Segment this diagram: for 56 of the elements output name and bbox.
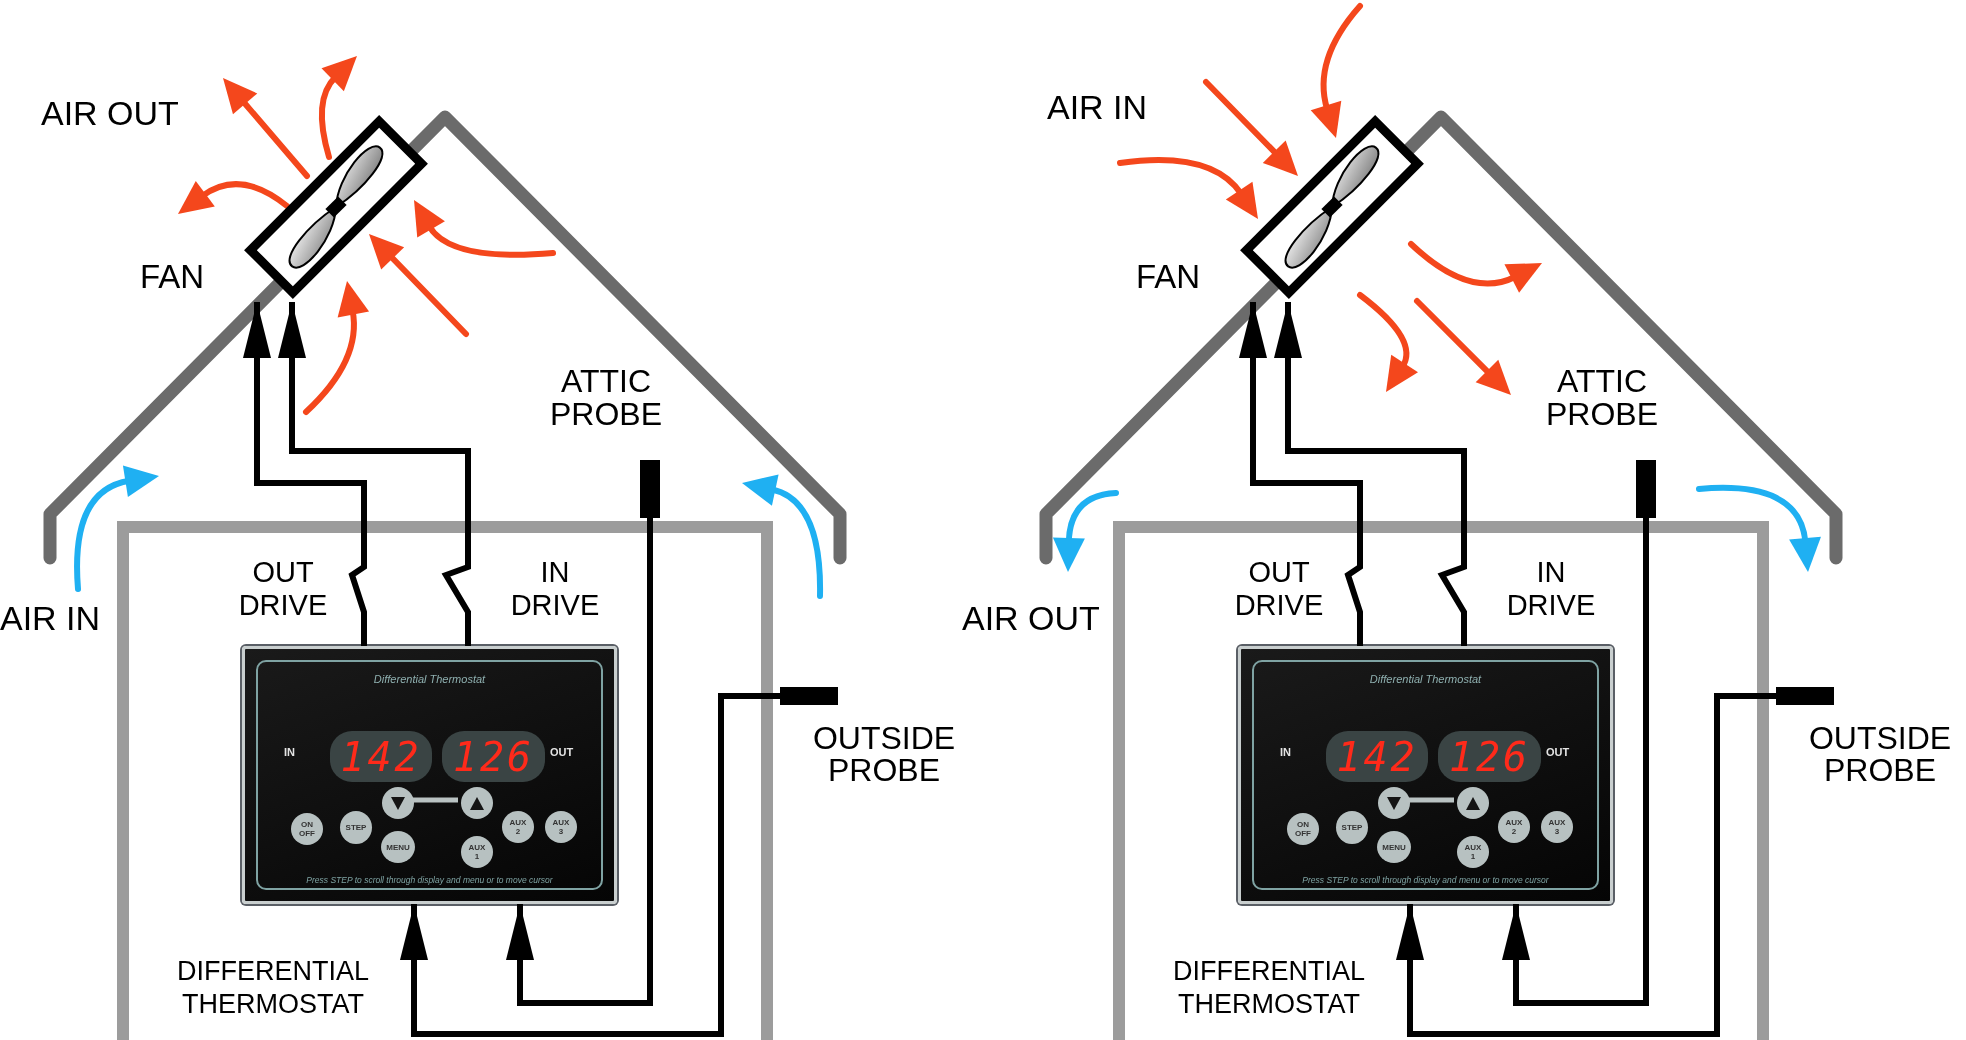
control-button: STEP xyxy=(1336,811,1368,844)
wire-arrow xyxy=(243,302,367,646)
airflow-label: AIR OUT xyxy=(41,93,180,133)
device-title: Differential Thermostat xyxy=(373,673,486,685)
up-button xyxy=(1457,787,1489,819)
thermostat-panel xyxy=(1238,646,1613,904)
display-label: OUT xyxy=(1546,746,1570,758)
control-button: AUX 3 xyxy=(545,811,577,843)
temperature-display: 142 xyxy=(1326,731,1428,782)
wire-arrow xyxy=(278,302,471,646)
instruction-text: Press STEP to scroll through display and menu or to move cursor xyxy=(1302,875,1549,885)
airflow-label: AIR IN xyxy=(0,598,102,638)
temperature-probe xyxy=(640,460,660,518)
wire-arrow xyxy=(1502,518,1649,1006)
wire-arrow xyxy=(1239,302,1363,646)
device-caption: DIFFERENTIAL THERMOSTAT xyxy=(1172,955,1366,1021)
temperature-display: 142 xyxy=(330,731,432,782)
device-caption: DIFFERENTIAL THERMOSTAT xyxy=(176,955,370,1021)
device-title: Differential Thermostat xyxy=(1369,673,1482,685)
control-button: MENU xyxy=(381,831,415,863)
temperature-probe xyxy=(1636,460,1656,518)
button-connector xyxy=(1407,797,1454,803)
temperature-display: 126 xyxy=(442,731,545,782)
up-button xyxy=(461,787,493,819)
down-button xyxy=(1378,787,1410,819)
probe-label: OUTSIDE PROBE xyxy=(811,722,957,786)
fan-label: FAN xyxy=(140,258,206,296)
control-button: AUX 3 xyxy=(1541,811,1573,843)
button-connector xyxy=(411,797,458,803)
down-button xyxy=(382,787,414,819)
fan-label: FAN xyxy=(1136,258,1202,296)
control-button: MENU xyxy=(1377,831,1411,863)
probe-label: OUTSIDE PROBE xyxy=(1807,722,1953,786)
probe-label: ATTIC PROBE xyxy=(1545,365,1659,431)
control-button: AUX 1 xyxy=(1457,836,1489,868)
control-button: AUX 2 xyxy=(502,811,534,843)
probe-label: ATTIC PROBE xyxy=(549,365,663,431)
temperature-probe xyxy=(780,687,838,705)
display-label: OUT xyxy=(550,746,574,758)
wire-arrow xyxy=(400,693,780,1037)
display-label: IN xyxy=(1280,746,1291,758)
control-button: AUX 1 xyxy=(461,836,493,868)
thermostat-panel xyxy=(242,646,617,904)
temperature-probe xyxy=(1776,687,1834,705)
airflow-label: AIR OUT xyxy=(962,598,1101,638)
control-button: STEP xyxy=(340,811,372,844)
control-button: ON OFF xyxy=(291,813,323,845)
control-button: ON OFF xyxy=(1287,813,1319,845)
wire-arrow xyxy=(1396,693,1776,1037)
temperature-display: 126 xyxy=(1438,731,1541,782)
control-button: AUX 2 xyxy=(1498,811,1530,843)
display-label: IN xyxy=(284,746,295,758)
wire-arrow xyxy=(506,518,653,1006)
instruction-text: Press STEP to scroll through display and menu or to move cursor xyxy=(306,875,553,885)
wire-arrow xyxy=(1274,302,1467,646)
airflow-label: AIR IN xyxy=(1047,87,1149,127)
